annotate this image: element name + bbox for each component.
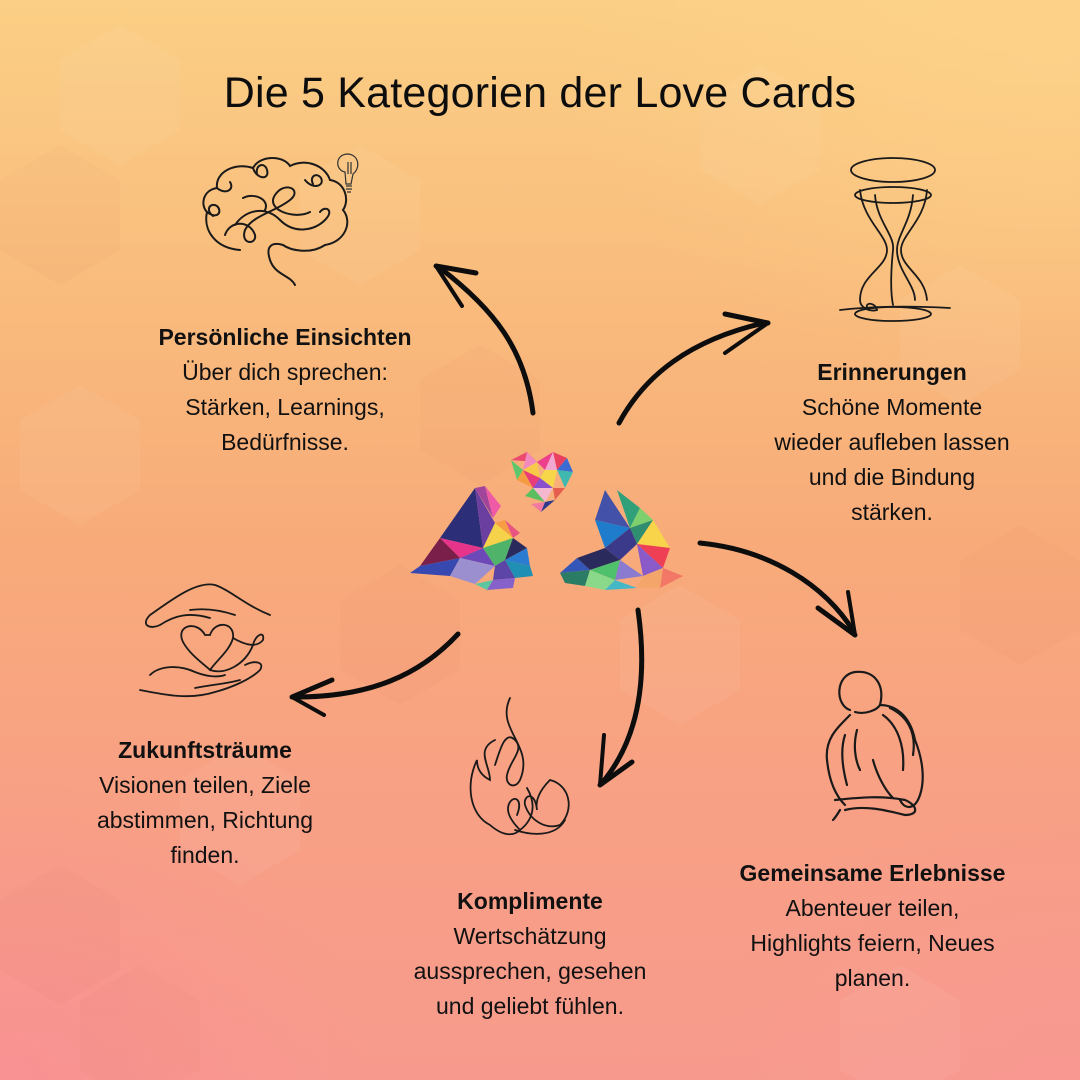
- embracing-couple-icon: [825, 670, 924, 822]
- category-komplimente: Komplimente Wertschätzung aussprechen, g…: [375, 884, 685, 1024]
- category-zukunftstraeume: Zukunftsträume Visionen teilen, Ziele ab…: [55, 733, 355, 873]
- category-title: Gemeinsame Erlebnisse: [739, 860, 1006, 886]
- arrow-to-zukunftstraeume: [289, 631, 461, 717]
- arrow-to-persoenliche-einsichten: [433, 263, 536, 416]
- category-description: Über dich sprechen: Stärken, Learnings, …: [182, 359, 388, 455]
- category-persoenliche-einsichten: Persönliche Einsichten Über dich spreche…: [120, 320, 450, 460]
- page-title: Die 5 Kategorien der Love Cards: [223, 68, 857, 117]
- brain-with-lightbulb-icon: [202, 153, 359, 286]
- arrow-to-komplimente: [597, 607, 645, 788]
- category-erinnerungen: Erinnerungen Schöne Momente wieder aufle…: [737, 355, 1047, 530]
- category-gemeinsame-erlebnisse: Gemeinsame Erlebnisse Abenteuer teilen, …: [700, 856, 1045, 996]
- category-title: Komplimente: [457, 888, 603, 914]
- arrow-to-gemeinsame-erlebnisse: [697, 540, 858, 638]
- category-description: Abenteuer teilen, Highlights feiern, Neu…: [750, 895, 995, 991]
- wolf-head-right-icon: [560, 490, 683, 590]
- polygonal-wolves-with-heart-icon: [410, 452, 683, 590]
- category-title: Zukunftsträume: [118, 737, 292, 763]
- category-title: Erinnerungen: [817, 359, 967, 385]
- category-title: Persönliche Einsichten: [158, 324, 412, 350]
- polygonal-heart-icon: [511, 452, 573, 512]
- flame-with-heart-icon: [469, 697, 570, 836]
- hourglass-icon: [839, 157, 951, 322]
- category-description: Wertschätzung aussprechen, gesehen und g…: [413, 923, 647, 1019]
- hands-holding-heart-icon: [139, 583, 271, 698]
- wolf-head-left-icon: [410, 486, 533, 590]
- category-description: Schöne Momente wieder aufleben lassen un…: [774, 394, 1010, 525]
- category-description: Visionen teilen, Ziele abstimmen, Richtu…: [96, 772, 314, 868]
